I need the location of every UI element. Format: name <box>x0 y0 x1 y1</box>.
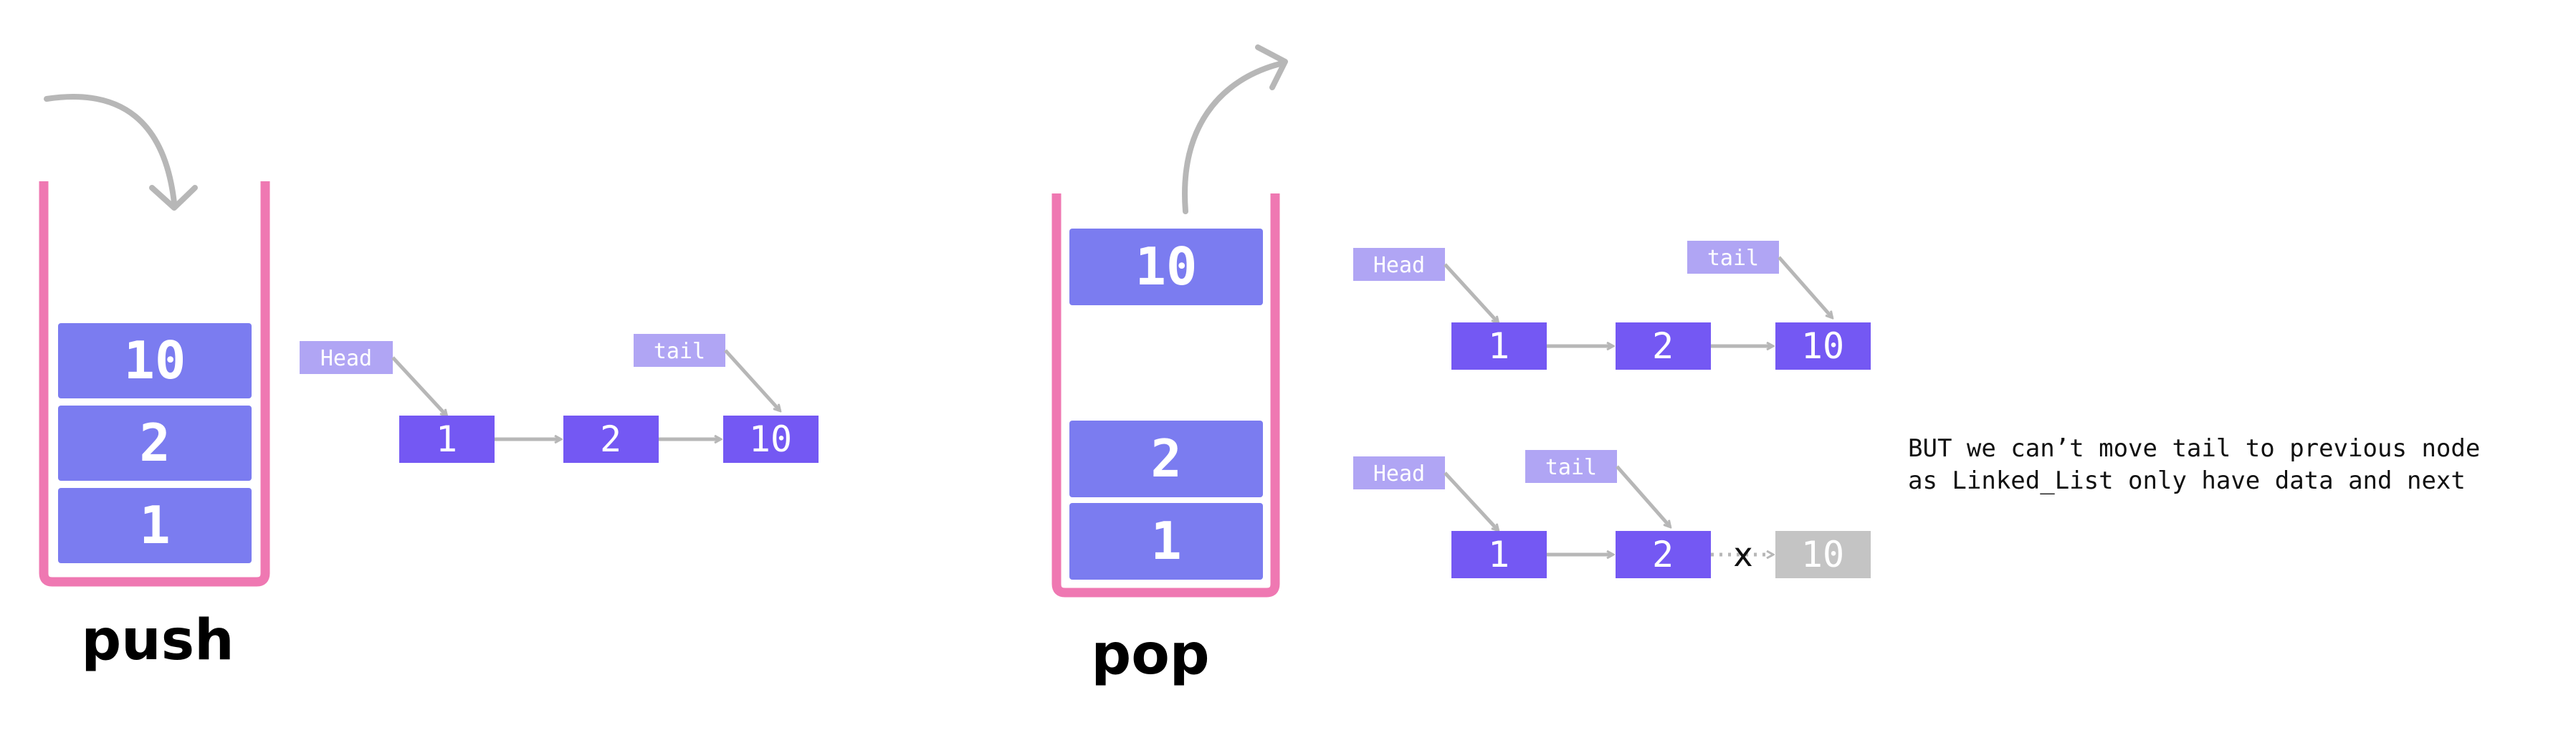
block-value: 1 <box>1150 511 1181 571</box>
list-node: 2 <box>1616 531 1711 578</box>
svg-text:10: 10 <box>1801 534 1844 575</box>
explanation-note: BUT we can’t move tail to previous node … <box>1908 434 2480 495</box>
pop-stack-container <box>1051 193 1280 598</box>
block-value: 2 <box>139 413 170 473</box>
svg-text:10: 10 <box>749 418 792 460</box>
svg-text:2: 2 <box>1652 534 1674 575</box>
pop-linked-list-after: Head tail 1 2 x 10 <box>1353 450 1871 578</box>
pop-curved-arrow <box>1182 44 1288 214</box>
push-linked-list: Head tail 1 2 10 <box>300 334 819 463</box>
list-node: 10 <box>1775 322 1871 370</box>
push-section: 10 2 1 push Head tail 1 <box>39 94 819 673</box>
note-line-2: as Linked_List only have data and next <box>1908 466 2466 495</box>
list-node: 2 <box>563 416 659 463</box>
tail-pointer: tail <box>634 334 780 411</box>
list-node: 1 <box>1451 322 1547 370</box>
block-value: 1 <box>139 495 170 555</box>
svg-text:1: 1 <box>436 418 457 460</box>
pop-section: 10 2 1 pop Head tail <box>1051 44 1871 687</box>
pop-stack-block-top: 2 <box>1069 421 1263 497</box>
svg-text:2: 2 <box>1652 325 1674 367</box>
head-pointer: Head <box>1353 248 1498 322</box>
tail-pointer: tail <box>1525 450 1670 527</box>
block-value: 10 <box>1135 236 1198 297</box>
svg-text:tail: tail <box>1707 246 1759 271</box>
note-line-1: BUT we can’t move tail to previous node <box>1908 434 2480 463</box>
push-stack-block-bottom: 1 <box>58 488 252 563</box>
list-node: 1 <box>1451 531 1547 578</box>
tail-pointer: tail <box>1687 241 1832 317</box>
svg-text:Head: Head <box>1373 461 1425 487</box>
svg-text:10: 10 <box>1801 325 1844 367</box>
pop-label: pop <box>1091 623 1209 687</box>
pop-stack-block-bottom: 1 <box>1069 503 1263 580</box>
block-value: 2 <box>1150 428 1181 489</box>
list-node: 10 <box>723 416 819 463</box>
list-node: 1 <box>399 416 495 463</box>
svg-text:tail: tail <box>1545 455 1597 480</box>
block-value: 10 <box>124 330 186 391</box>
list-node: 2 <box>1616 322 1711 370</box>
popped-block: 10 <box>1069 229 1263 305</box>
head-pointer: Head <box>1353 456 1498 530</box>
broken-link-mark: x <box>1733 535 1752 574</box>
head-pointer: Head <box>300 341 447 416</box>
push-curved-arrow <box>44 94 198 211</box>
svg-text:tail: tail <box>654 339 705 364</box>
svg-text:Head: Head <box>320 346 372 371</box>
svg-text:1: 1 <box>1488 325 1509 367</box>
push-label: push <box>81 608 234 673</box>
svg-text:1: 1 <box>1488 534 1509 575</box>
pop-linked-list-before: Head tail 1 2 10 <box>1353 241 1871 370</box>
svg-text:Head: Head <box>1373 253 1425 278</box>
push-stack-block-top: 10 <box>58 323 252 398</box>
push-stack-block-middle: 2 <box>58 406 252 481</box>
detached-list-node: 10 <box>1775 531 1871 578</box>
svg-text:2: 2 <box>600 418 621 460</box>
push-stack-container <box>39 181 270 587</box>
